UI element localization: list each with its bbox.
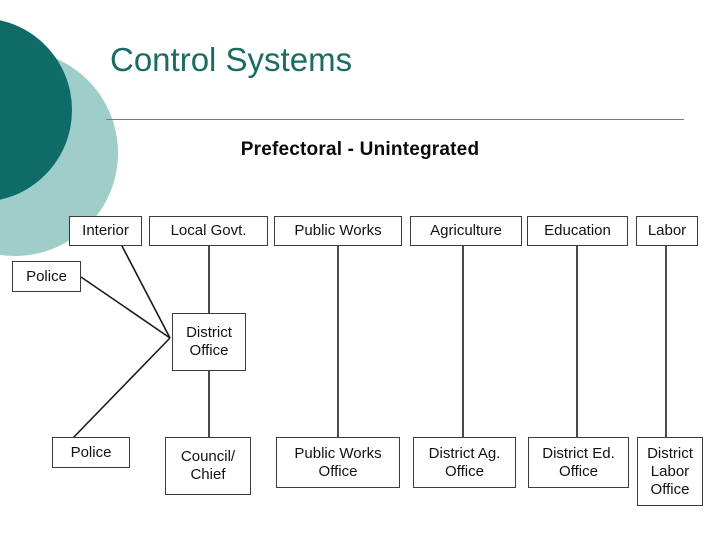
node-district-office-label: District Office [186,324,232,359]
node-police-lower[interactable]: Police [52,437,130,468]
node-local-govt-label: Local Govt. [170,222,247,239]
node-district-ed-office[interactable]: District Ed. Office [528,437,629,488]
decorative-circle-dark [0,18,72,202]
node-agriculture-label: Agriculture [430,222,502,239]
node-police-upper-label: Police [26,267,67,285]
node-council-chief-label: Council/ Chief [180,448,236,483]
node-education[interactable]: Education [527,216,628,246]
node-police-upper[interactable]: Police [12,261,81,292]
node-district-ag-office-label: District Ag. Office [428,444,501,480]
node-interior[interactable]: Interior [69,216,142,246]
title-divider [106,119,684,120]
node-labor[interactable]: Labor [636,216,698,246]
node-public-works-label: Public Works [294,222,382,239]
node-district-ag-office[interactable]: District Ag. Office [413,437,516,488]
node-agriculture[interactable]: Agriculture [410,216,522,246]
connector-district-police-lower [70,337,171,441]
node-local-govt[interactable]: Local Govt. [149,216,268,246]
node-public-works[interactable]: Public Works [274,216,402,246]
node-district-ed-office-label: District Ed. Office [542,444,615,480]
node-council-chief[interactable]: Council/ Chief [165,437,251,495]
node-interior-label: Interior [82,222,129,239]
connector-interior-district [121,245,171,339]
node-police-lower-label: Police [70,443,112,461]
node-public-works-office[interactable]: Public Works Office [276,437,400,488]
node-public-works-office-label: Public Works Office [294,444,382,480]
node-district-office[interactable]: District Office [172,313,246,371]
page-title: Control Systems [110,41,353,78]
node-education-label: Education [544,222,611,239]
connector-police-upper-district [80,276,171,339]
node-district-labor-office[interactable]: District Labor Office [637,437,703,506]
node-labor-label: Labor [647,222,687,239]
page-subtitle: Prefectoral - Unintegrated [240,139,480,160]
node-district-labor-office-label: District Labor Office [647,444,693,498]
